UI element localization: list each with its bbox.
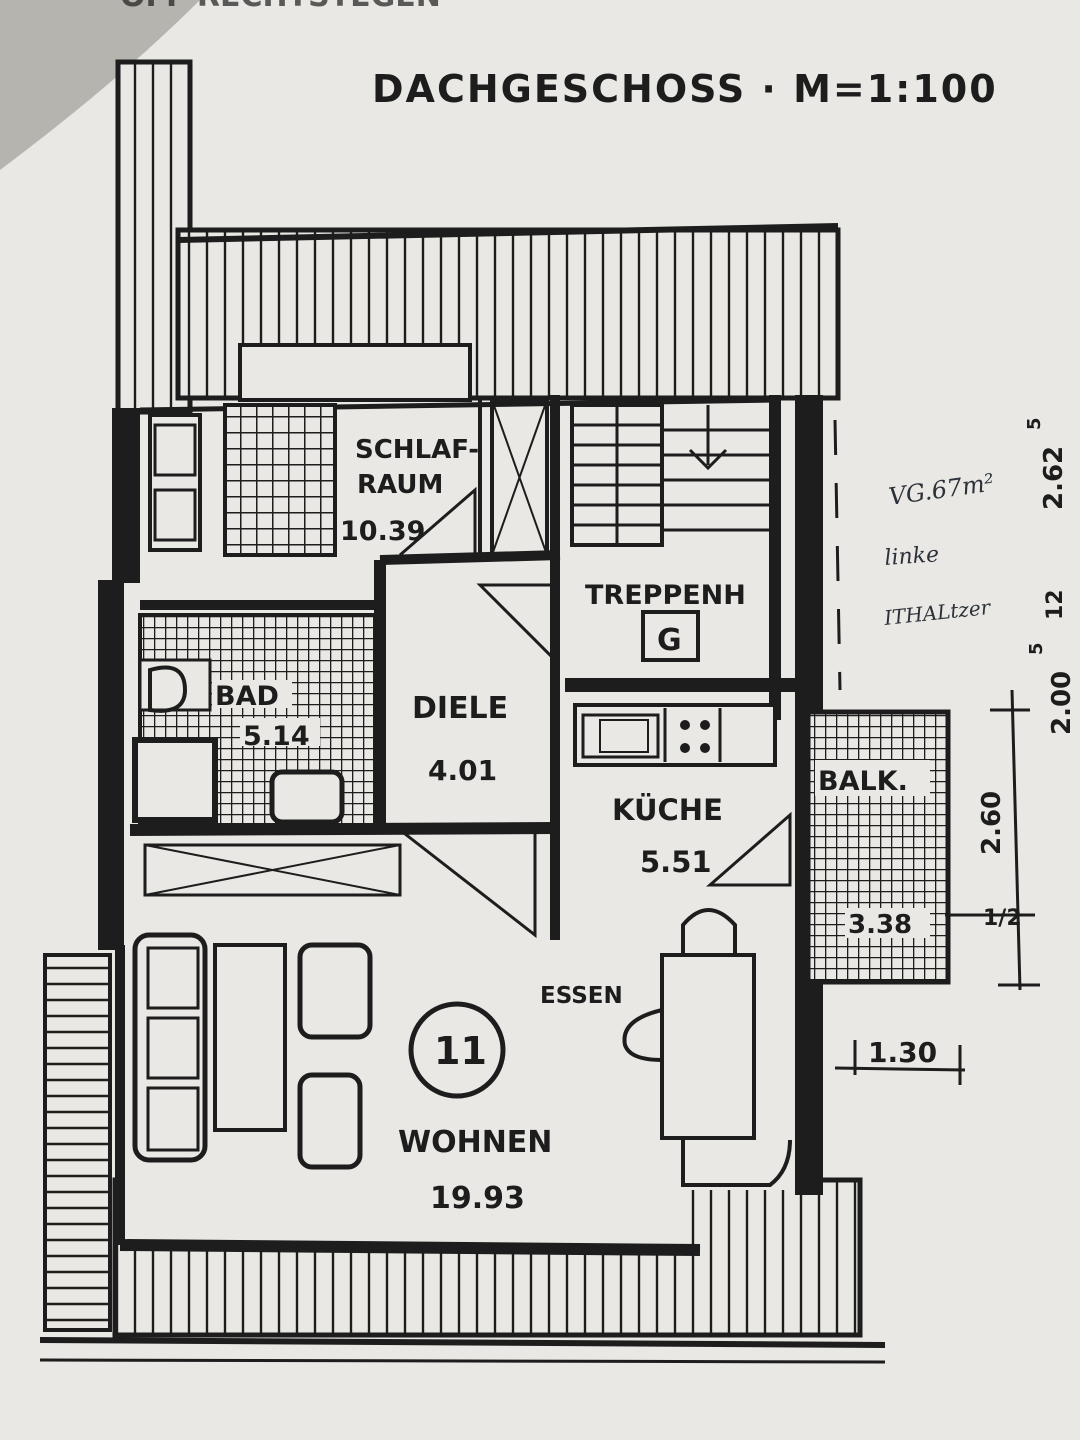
bad: BAD 5.14 xyxy=(132,613,377,827)
note-2: linke xyxy=(884,542,940,571)
treppenhaus-marker: G xyxy=(657,623,682,658)
wohnen-area: 19.93 xyxy=(430,1181,525,1216)
kueche-area: 5.51 xyxy=(640,845,712,879)
balkon-area: 3.38 xyxy=(848,910,912,940)
balkon-name: BALK. xyxy=(818,766,908,797)
diele: DIELE 4.01 xyxy=(412,691,508,787)
shadow xyxy=(0,0,200,170)
treppenhaus-name: TREPPENH xyxy=(585,580,746,611)
dim-right-top: 2.62 xyxy=(1039,446,1069,510)
apartment-number-circle xyxy=(408,1001,506,1099)
diele-name: DIELE xyxy=(412,691,508,726)
dim-right-top-sup: 5 xyxy=(1024,417,1045,430)
roof-bottom-right xyxy=(690,1190,850,1260)
apartment-number: 11 xyxy=(434,1029,487,1073)
dim-balcony-width: 1.30 xyxy=(868,1036,937,1069)
schlafraum-name-2: RAUM xyxy=(357,470,443,500)
kueche: KÜCHE 5.51 xyxy=(573,703,792,887)
dim-right-mid: 2.00 xyxy=(1047,671,1077,735)
bad-area: 5.14 xyxy=(243,721,310,752)
dim-right-mid-sup: 5 xyxy=(1026,642,1047,655)
balkon: BALK. 3.38 xyxy=(805,709,951,985)
diele-area: 4.01 xyxy=(428,754,497,787)
schlafraum: SCHLAF- RAUM 10.39 xyxy=(148,398,549,557)
drawing-title: DACHGESCHOSS · M=1:100 xyxy=(372,67,998,111)
essen-name: ESSEN xyxy=(540,983,623,1009)
treppenhaus: TREPPENH G xyxy=(476,403,775,664)
dim-right-mid2: 12 xyxy=(1043,589,1068,620)
dim-balcony-depth: 2.60 xyxy=(977,791,1007,855)
schlafraum-name-1: SCHLAF- xyxy=(355,435,479,465)
dimensions xyxy=(833,419,1040,1085)
roof-top xyxy=(115,59,841,415)
roof-left xyxy=(43,953,112,1332)
kueche-name: KÜCHE xyxy=(612,793,723,827)
cut-heading: OFF RECHTSTEGEN xyxy=(120,0,441,14)
wohnen-name: WOHNEN xyxy=(398,1125,552,1160)
bad-name: BAD xyxy=(215,681,279,712)
dim-half: 1/2 xyxy=(983,906,1022,931)
wohnen: ESSEN 11 WOHNEN 19.93 xyxy=(132,828,792,1216)
schlafraum-area: 10.39 xyxy=(340,516,425,547)
